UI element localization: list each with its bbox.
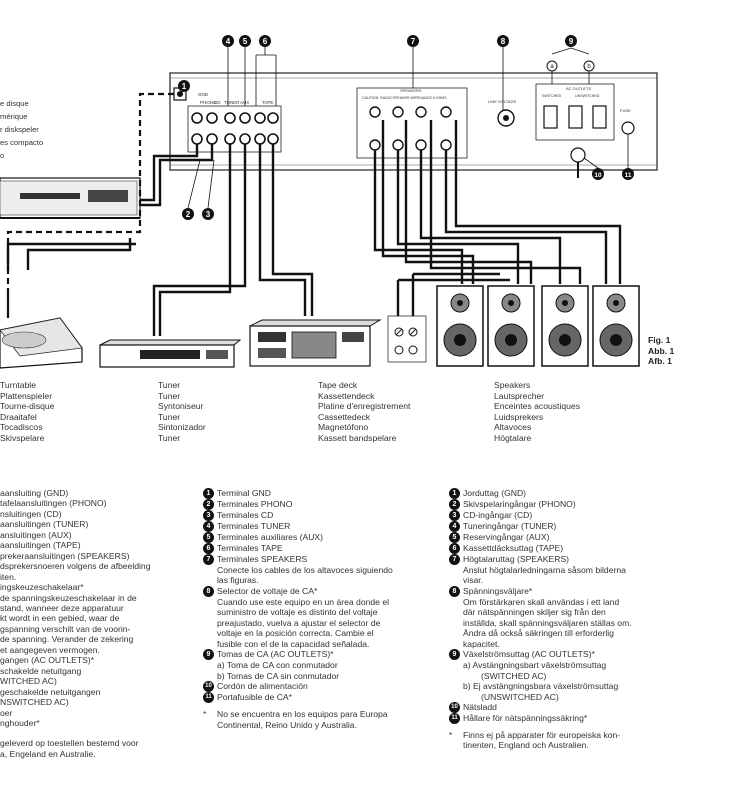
callout-leaders — [187, 47, 629, 209]
connection-diagram: PHONO CD TUNER AUX TAPE GND SPEAKERS CAU… — [0, 35, 658, 369]
power-cord-entry — [570, 147, 586, 163]
cd-label: CD — [214, 100, 221, 105]
callouts: 1 2 3 4 5 6 7 8 9 10 11 — [178, 35, 634, 220]
tape-deck — [249, 319, 382, 367]
tuner-label: TUNER — [224, 100, 240, 105]
voltage-label: LINE VOLTAGE — [488, 99, 517, 104]
svg-text:r diskspeler: r diskspeler — [0, 125, 39, 134]
tuner — [99, 339, 242, 368]
speaker-terminals[interactable] — [369, 106, 452, 151]
svg-text:10: 10 — [594, 172, 602, 179]
fuse-label: FUSE — [620, 108, 631, 113]
phono-label: PHONO — [200, 100, 217, 105]
rca-jack-group[interactable] — [191, 112, 279, 145]
svg-text:2: 2 — [186, 210, 191, 219]
fuse-holder[interactable] — [621, 121, 635, 135]
dutch-legend: aansluiting (GND)tafelaansluitingen (PHO… — [0, 488, 151, 759]
svg-text:11: 11 — [625, 172, 632, 179]
ground-wire — [6, 92, 174, 290]
speakers-label: SPEAKERS — [400, 88, 422, 93]
svg-text:7: 7 — [411, 37, 416, 46]
svg-text:9: 9 — [569, 37, 574, 46]
svg-text:mérique: mérique — [0, 112, 27, 121]
amplifier-rear-panel: PHONO CD TUNER AUX TAPE GND SPEAKERS CAU… — [169, 72, 658, 178]
svg-text:a: a — [550, 64, 554, 70]
turntable — [0, 317, 83, 369]
impedance-label: CAUTION: RADIO SPEAKER IMPEDANCE 8 OHMS — [362, 96, 447, 100]
svg-text:o: o — [0, 151, 4, 160]
tape-label: TAPE — [262, 100, 273, 105]
speaker-wire-tails — [387, 315, 427, 363]
svg-text:4: 4 — [226, 37, 231, 46]
ab-callouts: a b — [546, 60, 595, 72]
ac-outlets-label: AC OUTLETS — [566, 86, 591, 91]
ac-outlet-sockets[interactable] — [543, 105, 607, 129]
svg-text:8: 8 — [501, 37, 506, 46]
speakers — [436, 285, 640, 367]
switched-label: SWITCHED — [542, 94, 562, 98]
svg-text:6: 6 — [263, 37, 268, 46]
cd-partial-label: e disque mérique r diskspeler es compact… — [0, 99, 43, 160]
cd-player — [0, 177, 141, 219]
unswitched-label: UNSWITCHED — [575, 94, 600, 98]
svg-text:e disque: e disque — [0, 99, 29, 108]
svg-text:5: 5 — [243, 37, 248, 46]
svg-text:1: 1 — [182, 82, 187, 91]
gnd-label: GND — [198, 92, 209, 97]
svg-text:b: b — [587, 64, 591, 70]
figure-label: Fig. 1 Abb. 1 Afb. 1 — [648, 335, 675, 367]
svg-text:es compacto: es compacto — [0, 138, 43, 147]
svg-text:3: 3 — [206, 210, 211, 219]
